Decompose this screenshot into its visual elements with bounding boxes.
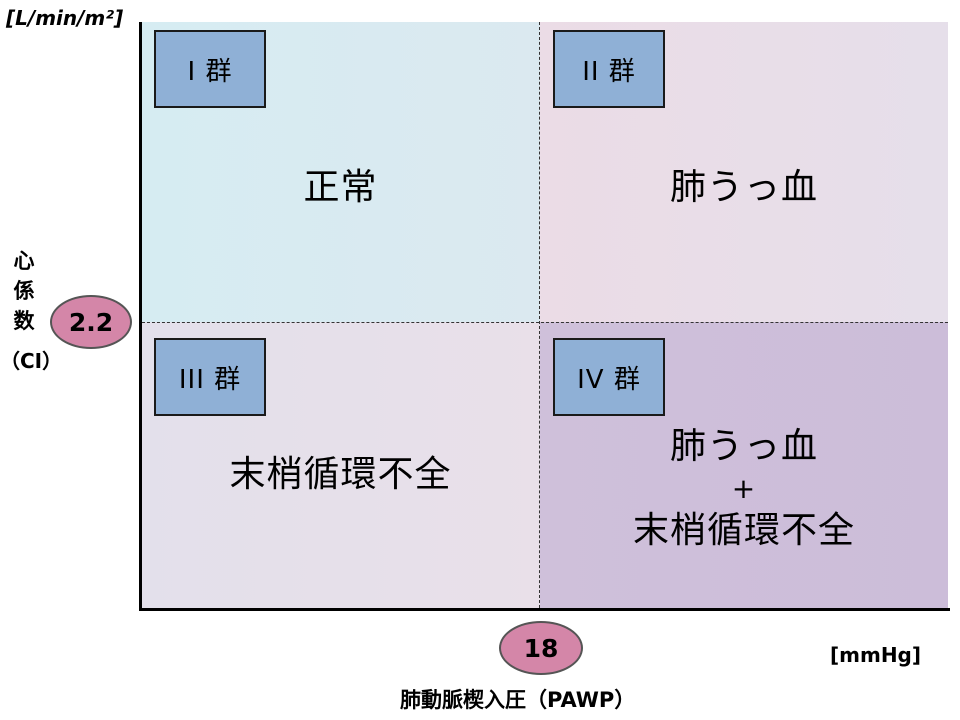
group-2-label: II 群: [582, 56, 636, 87]
quadrant-1-label: 正常: [141, 165, 540, 211]
quadrant-1-line-1: 正常: [303, 167, 378, 208]
pawp-threshold-marker: 18: [499, 621, 583, 675]
y-axis: [139, 22, 142, 611]
y-axis-title-char-3: 数: [13, 309, 35, 333]
y-axis-unit: [L/min/m²]: [6, 6, 124, 30]
quadrant-2-label: 肺うっ血: [540, 165, 948, 211]
ci-threshold-marker: 2.2: [50, 295, 132, 349]
group-1-label: I 群: [187, 56, 233, 87]
quadrant-4-line-1: 肺うっ血: [669, 426, 818, 467]
group-2-badge: II 群: [553, 30, 665, 108]
y-axis-abbrev: （CI）: [0, 349, 63, 373]
quadrant-4-line-3: 末梢循環不全: [632, 510, 855, 551]
y-axis-title-char-2: 係: [13, 279, 35, 303]
group-3-label: III 群: [178, 364, 242, 395]
ci-threshold-line: [142, 322, 948, 323]
x-axis: [139, 608, 950, 611]
quadrant-3-line-1: 末梢循環不全: [229, 454, 452, 495]
y-axis-title: 心 係 数: [6, 246, 42, 336]
quadrant-4-label: 肺うっ血 + 末梢循環不全: [540, 424, 948, 554]
quadrant-3-label: 末梢循環不全: [141, 452, 540, 498]
group-1-badge: I 群: [154, 30, 266, 108]
x-axis-unit: [mmHg]: [830, 643, 922, 667]
group-3-badge: III 群: [154, 338, 266, 416]
x-axis-title: 肺動脈楔入圧（PAWP）: [400, 688, 636, 712]
ci-threshold-value: 2.2: [68, 307, 114, 337]
pawp-threshold-value: 18: [523, 633, 559, 663]
quadrant-4-line-2: +: [731, 472, 757, 505]
group-4-badge: IV 群: [553, 338, 665, 416]
quadrant-2-line-1: 肺うっ血: [669, 167, 818, 208]
pawp-threshold-line: [539, 22, 540, 608]
y-axis-title-char-1: 心: [13, 249, 35, 273]
group-4-label: IV 群: [577, 364, 641, 395]
